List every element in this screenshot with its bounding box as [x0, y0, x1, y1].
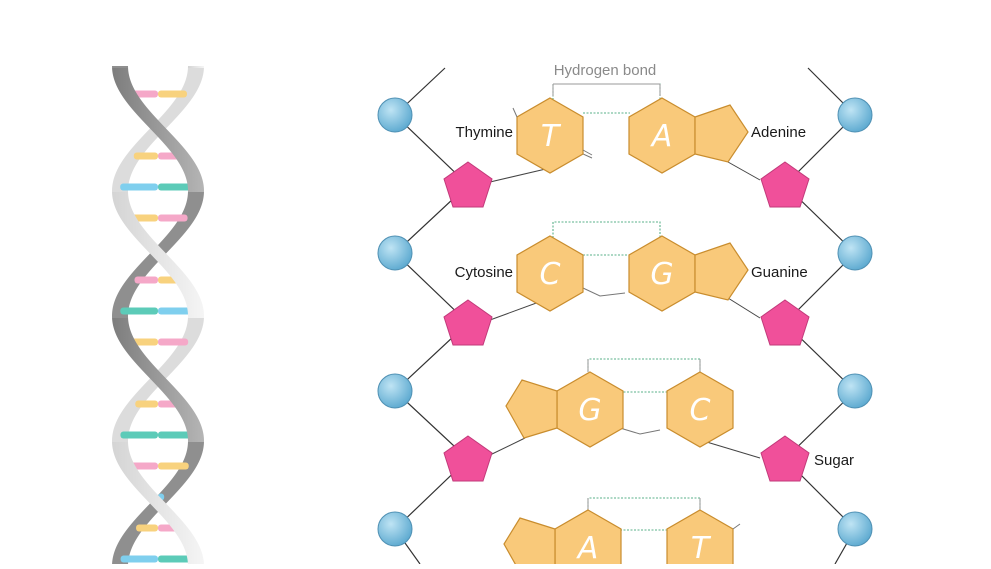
helix-rung — [158, 90, 187, 98]
label-thymine: Thymine — [455, 124, 513, 141]
helix-rung — [158, 431, 196, 439]
helix-rung — [136, 524, 158, 532]
helix-rung — [135, 400, 158, 408]
helix-rung — [158, 338, 189, 346]
phosphates — [377, 97, 873, 547]
base-guanine — [628, 235, 749, 312]
sugar-pentagon — [760, 435, 810, 482]
helix-strand — [112, 318, 204, 442]
phosphate-sphere — [377, 511, 413, 547]
helix-rung — [158, 555, 196, 563]
sugar-pentagon — [443, 435, 493, 482]
glycosidic-bonds — [489, 161, 761, 459]
base-letter: A — [576, 531, 599, 564]
pair-3: G C — [505, 371, 734, 448]
helix-strand — [112, 68, 204, 192]
base-adenine — [503, 509, 622, 569]
helix-rung — [134, 276, 158, 284]
phosphate-sphere — [837, 97, 873, 133]
pair-4: A T — [503, 509, 741, 569]
phosphate-sphere — [377, 235, 413, 271]
phosphate-sphere — [837, 511, 873, 547]
base-letter: T — [541, 119, 562, 154]
label-sugar: Sugar — [814, 452, 854, 469]
base-letter: T — [691, 531, 712, 564]
phosphate-sphere — [837, 235, 873, 271]
base-adenine — [628, 97, 749, 174]
phosphate-sphere — [377, 373, 413, 409]
base-guanine — [505, 371, 624, 448]
label-adenine: Adenine — [751, 124, 806, 141]
base-cytosine — [516, 235, 584, 312]
pair-2: C G — [516, 235, 749, 312]
helix-strand — [112, 192, 204, 318]
pair-1: T A — [512, 97, 749, 174]
base-letter: G — [650, 257, 673, 292]
helix-rung — [158, 462, 189, 470]
helix-rung — [158, 214, 188, 222]
double-helix — [112, 66, 204, 566]
label-guanine: Guanine — [751, 264, 808, 281]
sugar-pentagon — [760, 161, 810, 208]
sugar-pentagon — [443, 161, 493, 208]
helix-rung — [120, 431, 158, 439]
helix-strand — [112, 66, 129, 68]
base-letter: C — [540, 257, 561, 292]
sugars — [443, 161, 810, 482]
helix-rung — [120, 307, 158, 315]
helix-strand — [112, 442, 204, 566]
base-letter: C — [690, 393, 711, 428]
helix-rung — [158, 307, 196, 315]
helix-rung — [158, 183, 196, 191]
base-letter: A — [650, 119, 673, 154]
phosphate-sphere — [837, 373, 873, 409]
sugar-pentagon — [760, 299, 810, 346]
sugar-pentagon — [443, 299, 493, 346]
base-cytosine — [666, 371, 734, 448]
label-hydrogen-bond: Hydrogen bond — [554, 62, 657, 79]
helix-rung — [120, 183, 158, 191]
helix-rung — [120, 555, 158, 563]
helix-strand — [187, 66, 204, 68]
helix-rung — [133, 152, 158, 160]
label-cytosine: Cytosine — [455, 264, 513, 281]
phosphate-sphere — [377, 97, 413, 133]
base-letter: G — [578, 393, 601, 428]
